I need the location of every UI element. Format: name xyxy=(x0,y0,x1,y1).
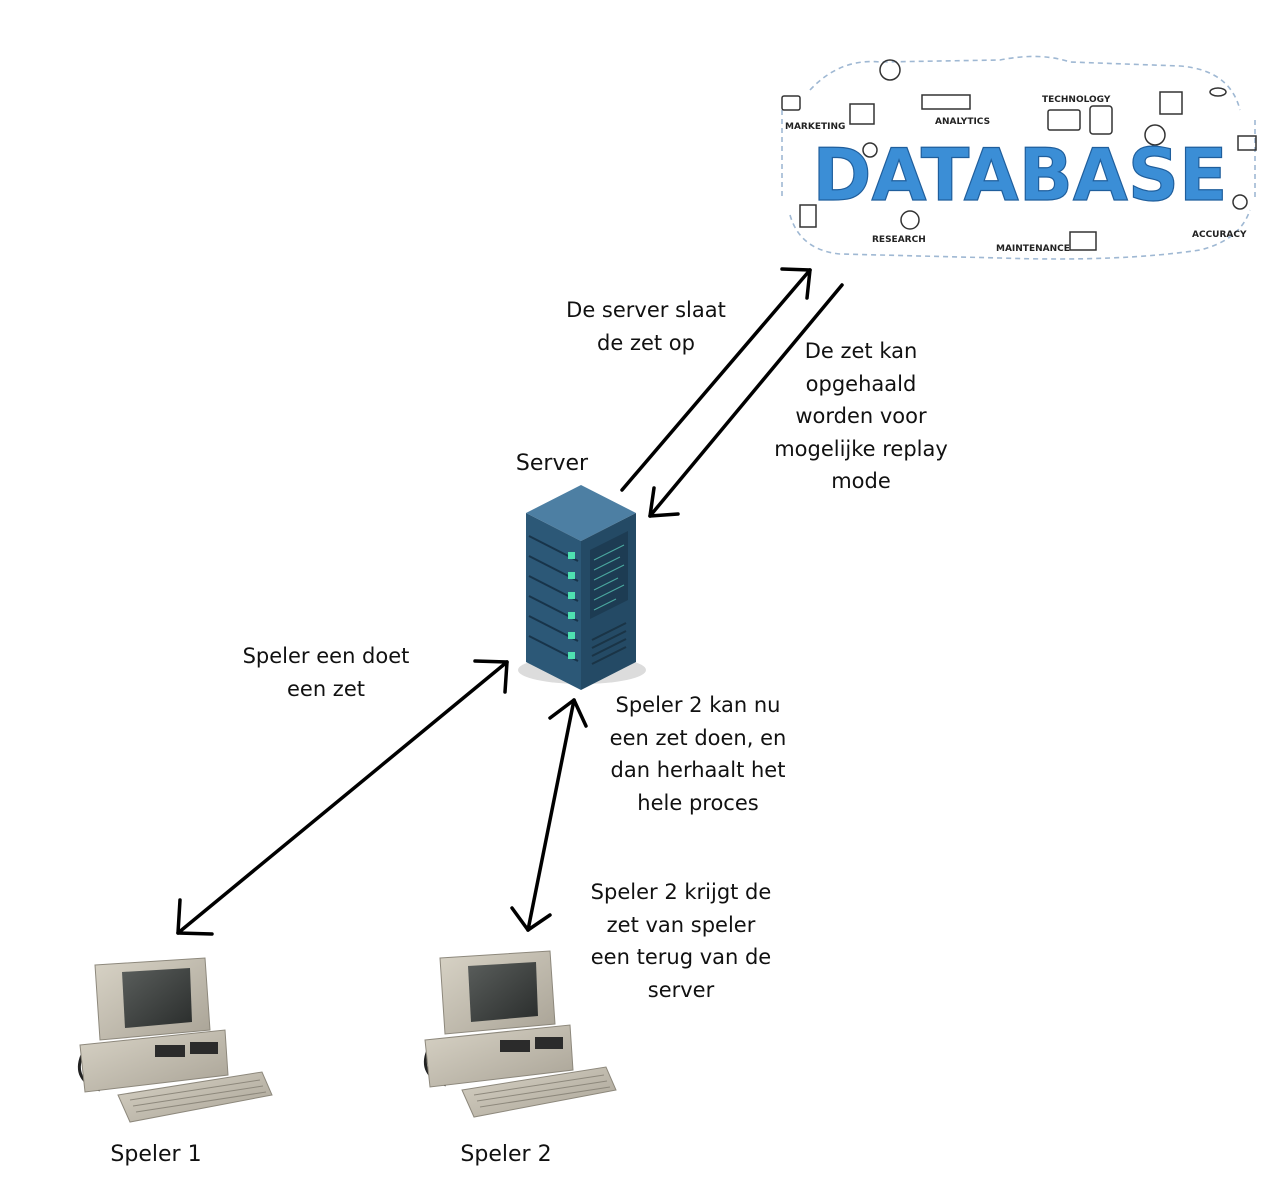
annotation-player2-turn: Speler 2 kan nu een zet doen, en dan her… xyxy=(609,693,787,815)
server-leds xyxy=(568,552,575,659)
annotation-move-retrieved-replay: De zet kan opgehaald worden voor mogelij… xyxy=(774,339,948,493)
arrow-server-to-database xyxy=(620,268,812,492)
globe-icon xyxy=(900,210,920,230)
arrow-head xyxy=(548,698,588,728)
disk-drive xyxy=(535,1037,563,1049)
chart-icon xyxy=(1069,231,1097,251)
arrow-player2-server xyxy=(526,698,576,932)
arrow-head xyxy=(780,267,812,300)
bulb-icon xyxy=(862,142,878,158)
computer-speler-1 xyxy=(77,957,273,1123)
computer-screen xyxy=(122,968,192,1028)
arrow-head xyxy=(176,898,214,936)
server-label: Server xyxy=(515,451,589,476)
arrows xyxy=(176,267,844,936)
arrow-database-to-server xyxy=(648,283,844,518)
arrow-head xyxy=(510,906,552,932)
database-illustration: MARKETING ANALYTICS TECHNOLOGY RESEARCH … xyxy=(781,55,1257,260)
circuit-lines xyxy=(781,55,1256,260)
database-title: DATABASE xyxy=(813,133,1228,217)
keyword-accuracy: ACCURACY xyxy=(1192,230,1247,240)
phone-icon xyxy=(1089,105,1113,135)
annotation-server-stores-move: De server slaat de zet op xyxy=(566,298,726,355)
monitor-icon xyxy=(781,95,801,111)
decorative-icons xyxy=(781,59,1257,251)
speler-1-label: Speler 1 xyxy=(110,1142,202,1167)
store-icon xyxy=(849,103,875,125)
keyword-analytics: ANALYTICS xyxy=(935,117,990,127)
keyword-maintenance: MAINTENANCE xyxy=(996,244,1070,254)
laptop-icon xyxy=(1047,109,1081,131)
server-screen-lines xyxy=(593,544,625,611)
server-front-face xyxy=(526,513,581,690)
disk-drive xyxy=(190,1042,218,1054)
arrow-head xyxy=(473,659,509,694)
keyboard-keys xyxy=(473,1074,611,1108)
computer-speler-2 xyxy=(423,950,617,1118)
disk-drive xyxy=(500,1040,530,1052)
annotation-player2-receives-move: Speler 2 krijgt de zet van speler een te… xyxy=(590,880,772,1002)
keyword-marketing: MARKETING xyxy=(785,122,845,132)
server-vents xyxy=(591,622,627,665)
wifi-icon xyxy=(1144,124,1166,146)
arrow-player1-server xyxy=(176,660,509,935)
speler-2-label: Speler 2 xyxy=(460,1142,552,1167)
arrow-head xyxy=(648,486,680,518)
circuit-line-top xyxy=(809,55,1241,111)
keyboard-keys xyxy=(129,1079,267,1113)
grid-icon xyxy=(921,94,971,110)
annotation-player1-makes-move: Speler een doet een zet xyxy=(242,644,410,701)
gear-icon xyxy=(1232,194,1248,210)
cylinder-icon xyxy=(1209,87,1227,97)
keyword-technology: TECHNOLOGY xyxy=(1042,95,1111,105)
server-illustration xyxy=(518,485,646,690)
keyword-research: RESEARCH xyxy=(872,235,926,245)
disk-drive xyxy=(155,1045,185,1057)
computer-screen xyxy=(468,962,538,1022)
box-icon xyxy=(1237,135,1257,151)
document-icon xyxy=(799,204,817,228)
pie-icon xyxy=(879,59,901,81)
server-rack-icon xyxy=(1159,91,1183,115)
